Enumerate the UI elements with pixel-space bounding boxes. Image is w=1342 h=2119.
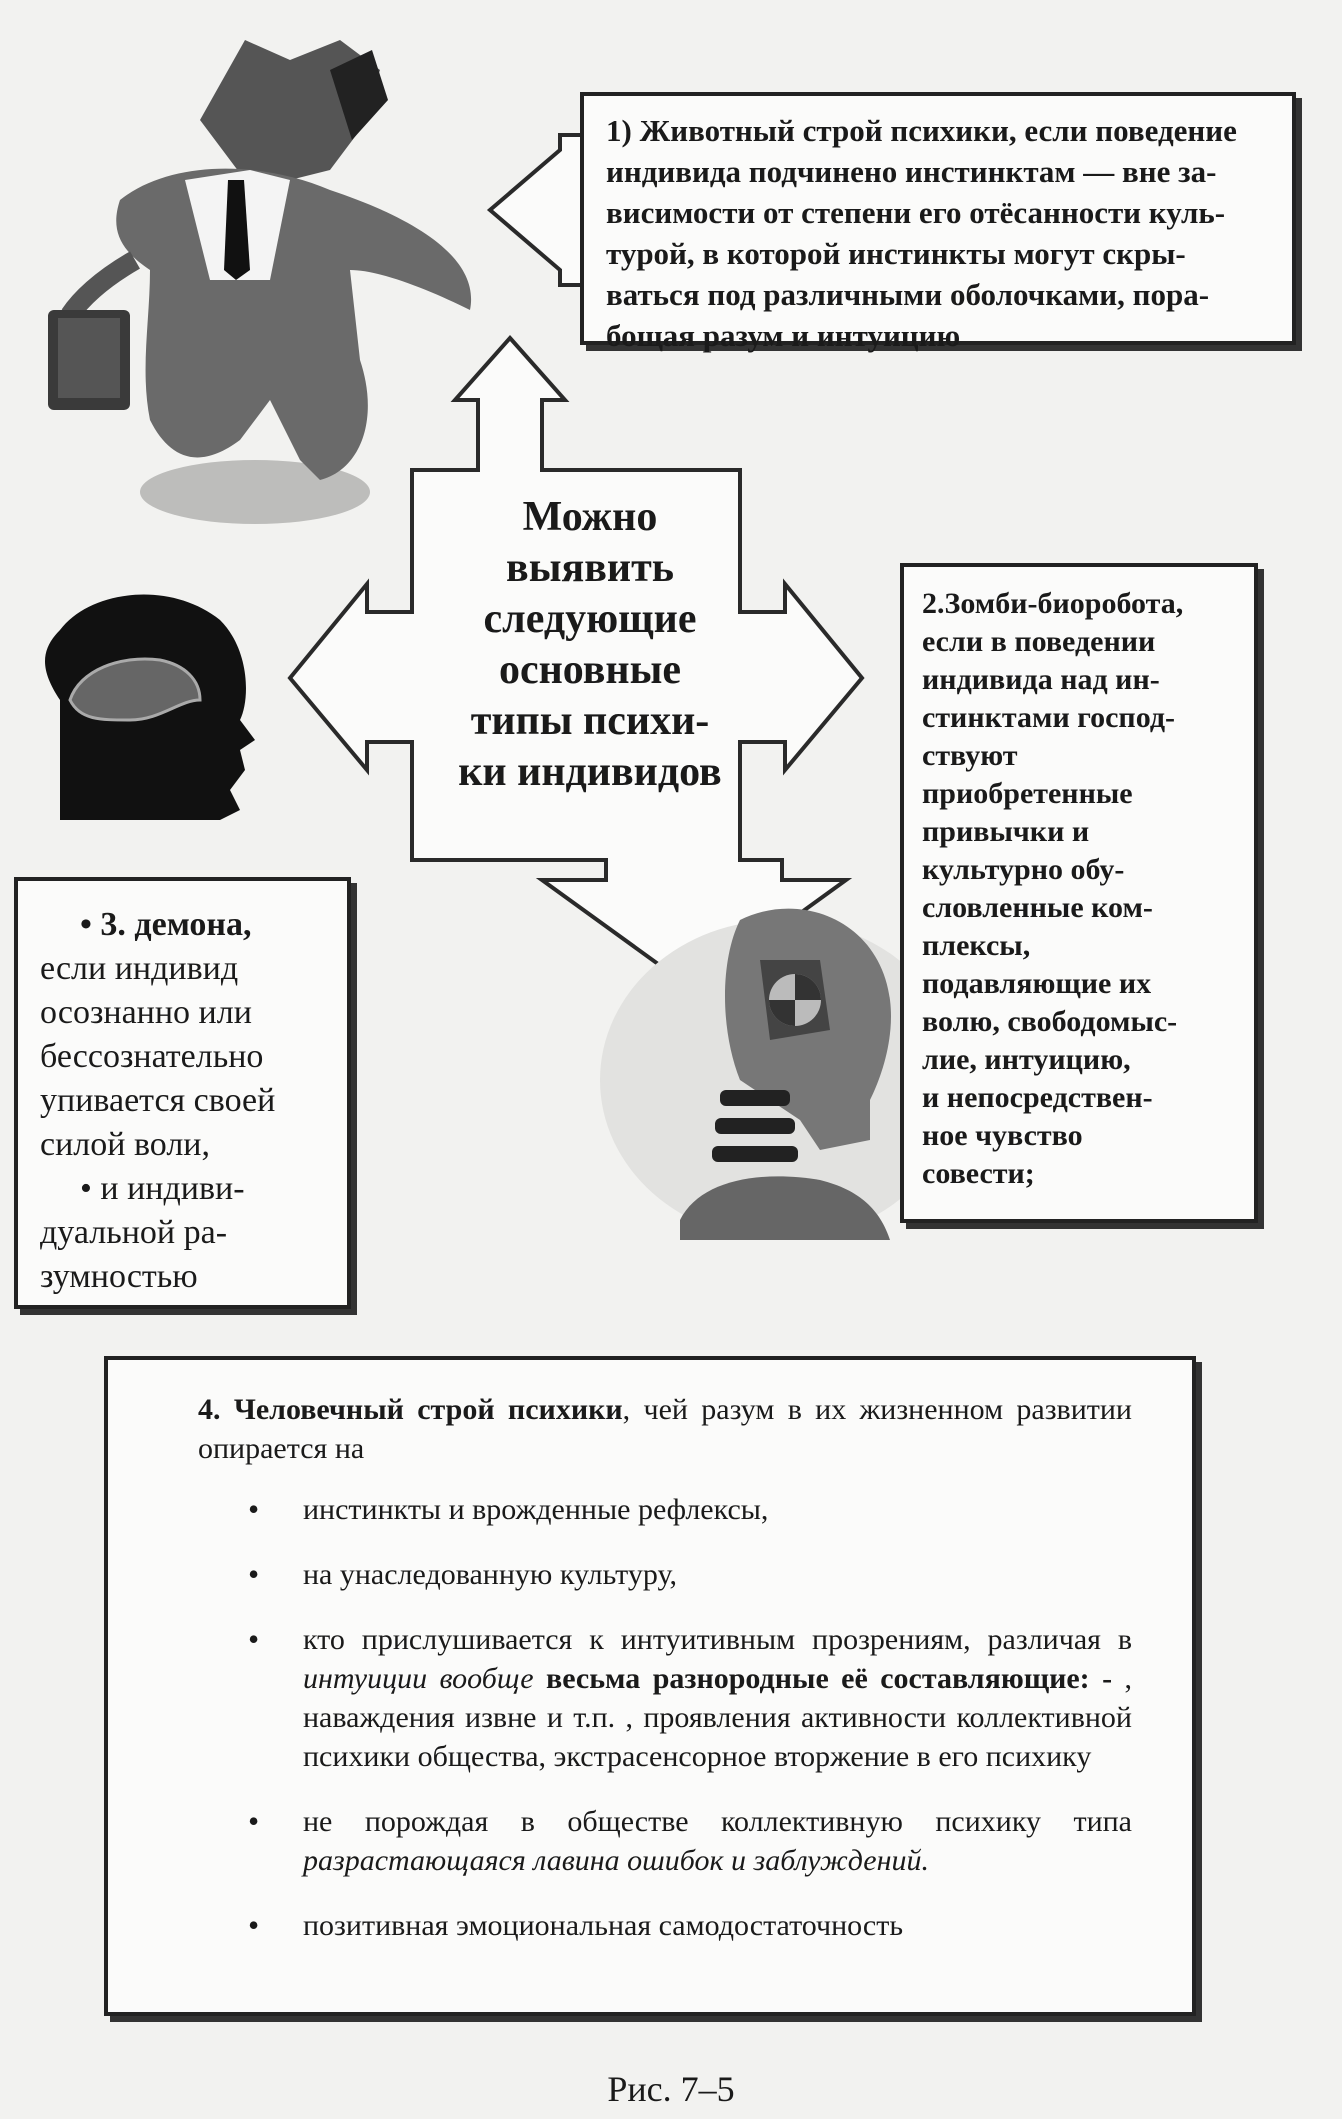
box3-title: • 3. демона, bbox=[40, 903, 325, 947]
box4-intro-bold: 4. Человечный строй психики bbox=[198, 1393, 623, 1426]
box2-line: подавляющие их bbox=[922, 965, 1236, 1003]
list-item-text: не порождая в обществе коллективную псих… bbox=[303, 1805, 1132, 1838]
box4-intro: 4. Человечный строй психики, чей разум в… bbox=[198, 1390, 1132, 1468]
list-item: позитивная эмоциональная самодостаточнос… bbox=[303, 1906, 1132, 1945]
list-item: кто прислушивается к интуитивным прозрен… bbox=[303, 1620, 1132, 1776]
box1-line: индивида подчинено инстинктам — вне за- bbox=[606, 151, 1270, 192]
list-item-bold: весьма разнородные её составляющие: - bbox=[534, 1662, 1113, 1695]
box3-line: если индивид bbox=[40, 947, 325, 991]
center-label-line: следующие bbox=[420, 594, 760, 645]
box2-line: стинктами господ- bbox=[922, 699, 1236, 737]
box-demon-psyche: • 3. демона, если индивид осознанно или … bbox=[14, 877, 351, 1309]
center-label-line: основные bbox=[420, 645, 760, 696]
box1-line: турой, в которой инстинкты могут скры- bbox=[606, 233, 1270, 274]
box1-line: висимости от степени его отёсанности кул… bbox=[606, 192, 1270, 233]
box2-line: и непосредствен- bbox=[922, 1079, 1236, 1117]
list-item-italic: разрастающаяся лавина ошибок и заблужден… bbox=[303, 1844, 929, 1877]
box2-line: культурно обу- bbox=[922, 851, 1236, 889]
box1-line: бощая разум и интуицию bbox=[606, 315, 1270, 356]
box2-line: 2.Зомби-биоробота, bbox=[922, 585, 1236, 623]
box3-line: дуальной ра- bbox=[40, 1211, 325, 1255]
box2-line: ное чувство bbox=[922, 1117, 1236, 1155]
box2-line: если в поведении bbox=[922, 623, 1236, 661]
center-label-line: выявить bbox=[420, 543, 760, 594]
figure-caption: Рис. 7–5 bbox=[0, 2068, 1342, 2110]
center-label-line: типы психи- bbox=[420, 696, 760, 747]
box3-line: зумностью bbox=[40, 1255, 325, 1299]
box2-line: ствуют bbox=[922, 737, 1236, 775]
box4-list: инстинкты и врожденные рефлексы, на унас… bbox=[198, 1490, 1132, 1945]
box2-line: словленные ком- bbox=[922, 889, 1236, 927]
box3-line: бессознательно bbox=[40, 1035, 325, 1079]
list-item: инстинкты и врожденные рефлексы, bbox=[303, 1490, 1132, 1529]
box-animal-psyche: 1) Животный строй психики, если поведени… bbox=[580, 92, 1296, 345]
box2-line: лие, интуицию, bbox=[922, 1041, 1236, 1079]
list-item: не порождая в обществе коллективную псих… bbox=[303, 1802, 1132, 1880]
box2-line: приобретенные bbox=[922, 775, 1236, 813]
list-item-text: кто прислушивается к интуитивным прозрен… bbox=[303, 1623, 1132, 1656]
box1-line: ваться под различными оболочками, пора- bbox=[606, 274, 1270, 315]
list-item-text: инстинкты и врожденные рефлексы, bbox=[303, 1493, 768, 1526]
box3-line: осознанно или bbox=[40, 991, 325, 1035]
wolf-businessman-illustration bbox=[48, 40, 471, 524]
box2-line: привычки и bbox=[922, 813, 1236, 851]
box-human-psyche: 4. Человечный строй психики, чей разум в… bbox=[104, 1356, 1196, 2016]
box2-line: индивида над ин- bbox=[922, 661, 1236, 699]
list-item-text: на унаследованную культуру, bbox=[303, 1558, 677, 1591]
box3-line: упивается своей bbox=[40, 1079, 325, 1123]
list-item-italic: интуиции вообще bbox=[303, 1662, 534, 1695]
box3-line: • и индиви- bbox=[40, 1167, 325, 1211]
box3-line: силой воли, bbox=[40, 1123, 325, 1167]
center-label-line: Можно bbox=[420, 492, 760, 543]
human-head-silhouette-icon bbox=[45, 595, 255, 820]
list-item: на унаследованную культуру, bbox=[303, 1555, 1132, 1594]
box1-line: 1) Животный строй психики, если поведени… bbox=[606, 110, 1270, 151]
list-item-text: позитивная эмоциональная самодостаточнос… bbox=[303, 1909, 903, 1942]
box2-line: плексы, bbox=[922, 927, 1236, 965]
center-label-line: ки индивидов bbox=[420, 747, 760, 798]
left-arrow-to-wolf bbox=[490, 135, 588, 285]
box2-line: волю, свободомыс- bbox=[922, 1003, 1236, 1041]
box2-line: совести; bbox=[922, 1155, 1236, 1193]
